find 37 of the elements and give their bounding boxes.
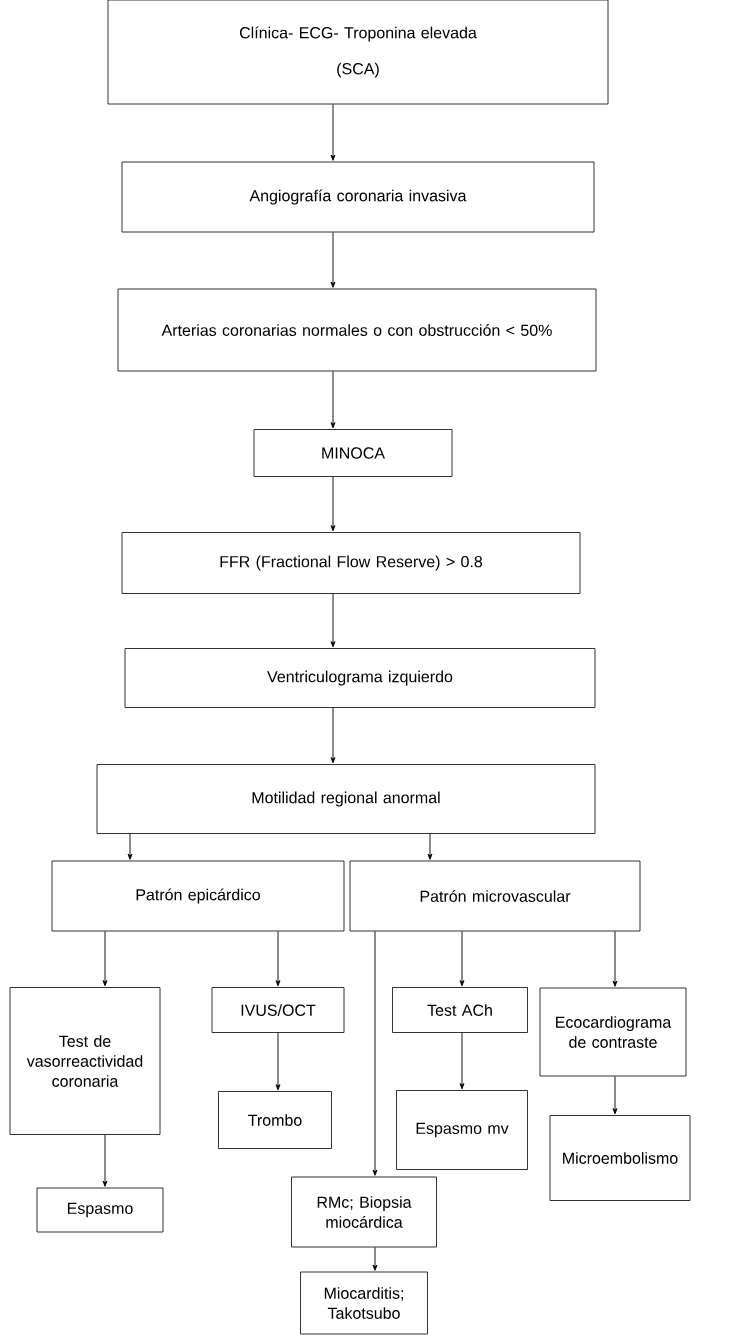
arrow (330, 103, 336, 161)
arrow (459, 1032, 465, 1090)
arrow (330, 476, 336, 532)
arrow (102, 1134, 108, 1187)
arrow (275, 1032, 281, 1091)
arrow (459, 930, 465, 987)
process-box: RMc; Biopsia miocárdica (291, 1176, 437, 1248)
process-box: Espasmo (36, 1187, 164, 1233)
process-box: Arterias coronarias normales o con obstrucción < 50% (117, 288, 597, 372)
process-box: MINOCA (253, 429, 453, 477)
arrow (275, 930, 281, 987)
process-box: Motilidad regional anormal (96, 764, 596, 834)
process-box: Espasmo mv (396, 1090, 528, 1170)
process-box: Patrón epicárdico (51, 860, 345, 932)
process-box: Ecocardiograma de contraste (539, 987, 687, 1077)
process-box: Clínica- ECG- Troponina elevada (SCA) (107, 0, 609, 105)
arrow (330, 707, 336, 764)
arrow (612, 930, 618, 987)
arrow (612, 1075, 618, 1115)
arrow (330, 370, 336, 429)
process-box: Test de vasorreactividad coronaria (9, 987, 161, 1135)
arrow (330, 593, 336, 648)
process-box: Microembolismo (549, 1115, 691, 1201)
process-box: FFR (Fractional Flow Reserve) > 0.8 (121, 532, 581, 594)
arrow (372, 930, 378, 1176)
arrow (102, 930, 108, 987)
arrow (330, 231, 336, 288)
process-box: IVUS/OCT (211, 987, 345, 1033)
arrow (127, 833, 133, 860)
process-box: Angiografía coronaria invasiva (121, 161, 595, 233)
process-box: Test ACh (392, 987, 528, 1033)
arrow (427, 833, 433, 860)
process-box: Patrón microvascular (349, 860, 641, 932)
arrow (372, 1246, 378, 1271)
process-box: Ventriculograma izquierdo (124, 648, 596, 708)
process-box: Trombo (218, 1091, 332, 1149)
process-box: Miocarditis; Takotsubo (300, 1271, 428, 1335)
